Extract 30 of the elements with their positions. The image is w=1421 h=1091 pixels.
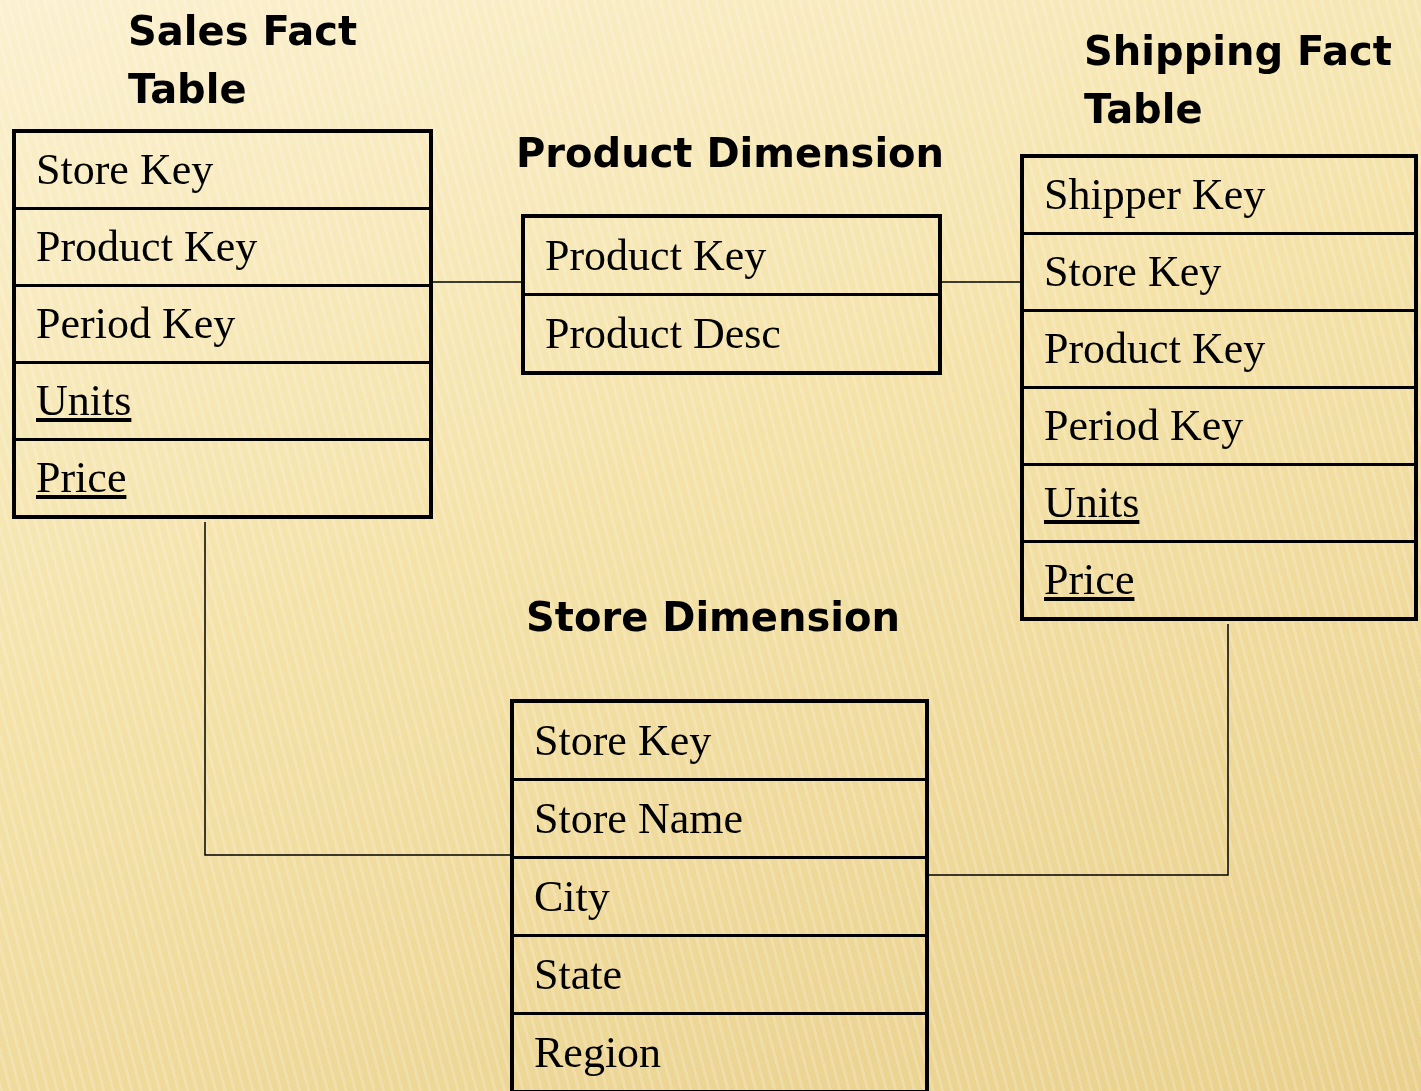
connector-line [204, 521, 511, 856]
table-row: Product Key [16, 207, 429, 284]
table-row: Store Name [514, 778, 925, 856]
table-box [12, 129, 433, 519]
table-row: Units [16, 361, 429, 438]
table-row: Price [16, 438, 429, 515]
table-heading: Shipping Fact Table [1084, 27, 1393, 134]
table-row: Units [1024, 463, 1414, 540]
table-row: Price [1024, 540, 1414, 617]
table-box [510, 699, 929, 1091]
table-row: Product Key [525, 218, 938, 293]
table-row: Product Key [1024, 309, 1414, 386]
connector-line [432, 281, 522, 283]
table-heading: Product Dimension [516, 129, 946, 178]
table-box [1020, 154, 1418, 621]
table-row: Shipper Key [1024, 158, 1414, 232]
table-row: State [514, 934, 925, 1012]
table-row: Store Key [1024, 232, 1414, 309]
table-row: Store Key [514, 703, 925, 778]
table-heading: Store Dimension [526, 593, 901, 642]
table-box [521, 214, 942, 375]
table-heading: Sales Fact Table [128, 7, 359, 114]
table-row: Period Key [1024, 386, 1414, 463]
table-row: Region [514, 1012, 925, 1090]
table-row: Store Key [16, 133, 429, 207]
table-row: Period Key [16, 284, 429, 361]
connector-line [928, 623, 1229, 876]
table-row: Product Desc [525, 293, 938, 371]
connector-line [941, 281, 1021, 283]
table-row: City [514, 856, 925, 934]
